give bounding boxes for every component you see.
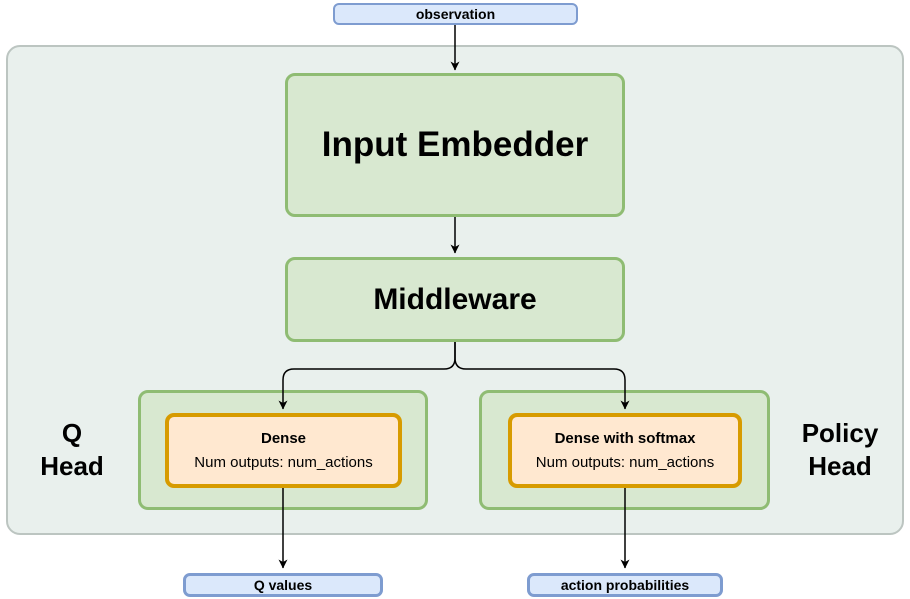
q-values-node: Q values [183, 573, 383, 597]
dense-subtitle: Num outputs: num_actions [194, 454, 373, 471]
middleware-node: Middleware [285, 257, 625, 342]
q-head-label-line2: Head [40, 451, 104, 481]
dense-softmax-subtitle: Num outputs: num_actions [535, 454, 715, 471]
q-values-label: Q values [253, 577, 313, 593]
dense-softmax-title: Dense with softmax [554, 430, 696, 447]
q-head-label-line1: Q [61, 418, 83, 448]
input-embedder-label: Input Embedder [321, 125, 589, 164]
action-probabilities-label: action probabilities [560, 577, 690, 593]
dense-title: Dense [260, 430, 307, 447]
dense-node: Dense Num outputs: num_actions [165, 413, 402, 488]
input-embedder-node: Input Embedder [285, 73, 625, 217]
dense-softmax-node: Dense with softmax Num outputs: num_acti… [508, 413, 742, 488]
observation-node: observation [333, 3, 578, 25]
observation-label: observation [415, 6, 496, 22]
policy-head-label-line2: Head [808, 451, 872, 481]
action-probabilities-node: action probabilities [527, 573, 723, 597]
policy-head-label: Policy Head [776, 417, 904, 483]
q-head-label: Q Head [20, 417, 124, 483]
policy-head-label-line1: Policy [801, 418, 879, 448]
middleware-label: Middleware [373, 282, 537, 316]
